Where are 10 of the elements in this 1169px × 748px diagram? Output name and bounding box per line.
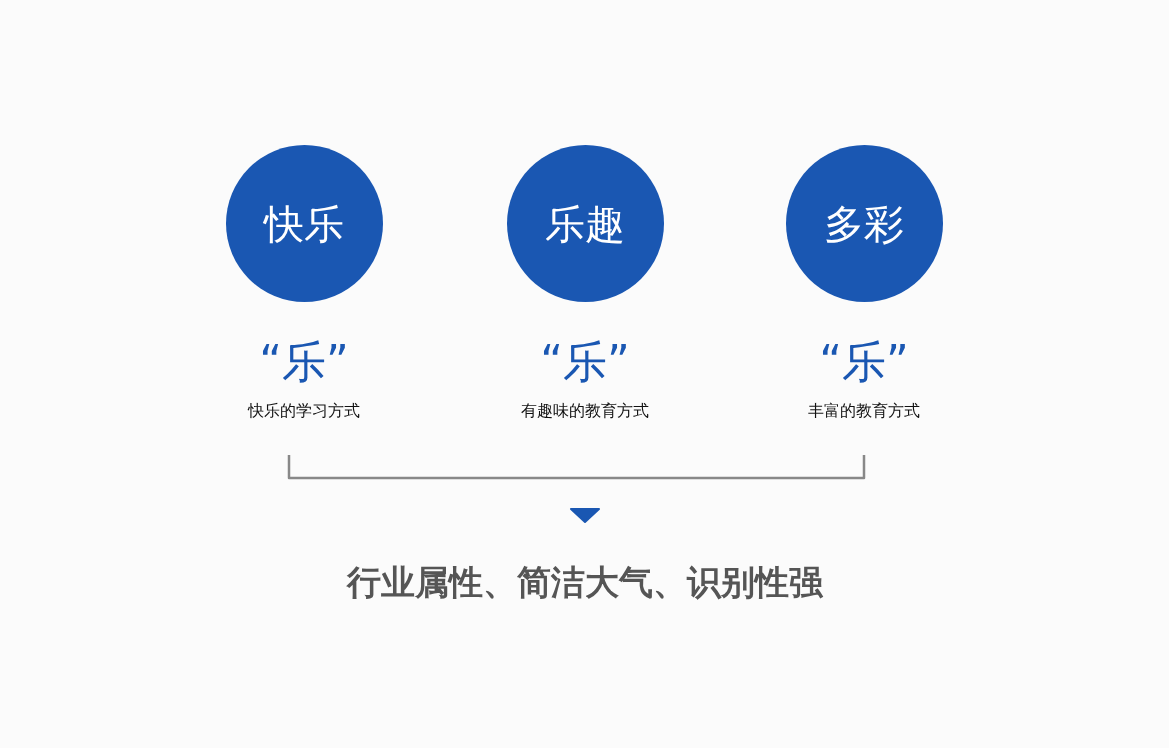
circle-node: 快乐 xyxy=(225,145,383,302)
caption-text: 有趣味的教育方式 xyxy=(521,401,649,421)
caption-text: 丰富的教育方式 xyxy=(808,401,920,421)
caption-text: 快乐的学习方式 xyxy=(248,401,360,421)
conclusion-text: 行业属性、简洁大气、识别性强 xyxy=(346,562,823,602)
quote-text: “乐” xyxy=(819,339,909,385)
quote-text: “乐” xyxy=(259,339,349,385)
quote-text: “乐” xyxy=(540,339,630,385)
circle-node: 多彩 xyxy=(785,145,943,302)
circle-node: 乐趣 xyxy=(506,145,664,302)
